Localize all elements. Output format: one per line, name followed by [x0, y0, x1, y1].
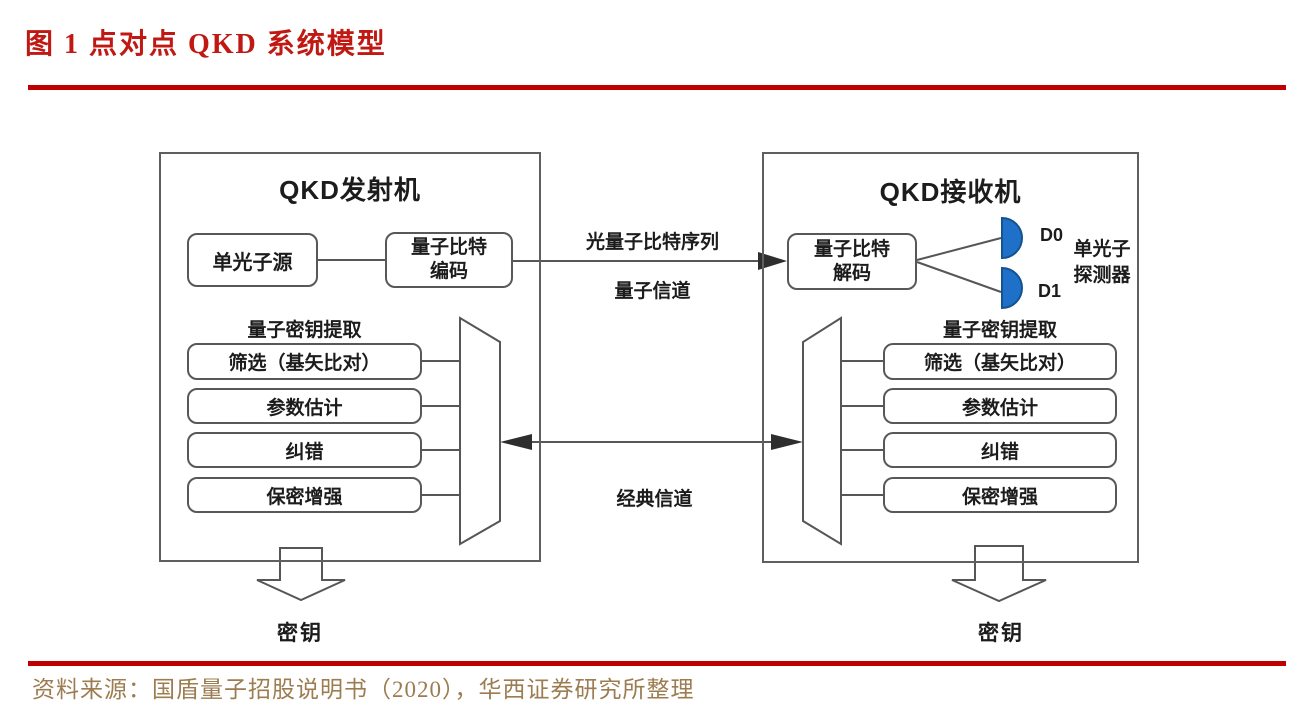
transmitter-title: QKD发射机 — [279, 175, 421, 205]
decoder-label-line2: 解码 — [832, 262, 871, 284]
decoder-d1-line — [916, 261, 1002, 293]
source-line: 资料来源：国盾量子招股说明书（2020），华西证券研究所整理 — [32, 677, 695, 702]
detector-label-line2: 探测器 — [1073, 265, 1131, 286]
tx-extraction-title: 量子密钥提取 — [247, 320, 362, 341]
rx-step-error-correction: 纠错 — [883, 432, 1117, 468]
classical-arrowhead-left-icon — [500, 434, 532, 450]
tx-key-label: 密钥 — [277, 622, 323, 645]
top-rule — [28, 85, 1286, 90]
rx-extraction-title: 量子密钥提取 — [942, 320, 1057, 341]
transmitter-box — [159, 152, 541, 562]
rx-key-label: 密钥 — [978, 622, 1024, 645]
photon-source-box: 单光子源 — [187, 233, 318, 287]
tx-step-parameter-estimation: 参数估计 — [187, 388, 422, 424]
decoder-label-line1: 量子比特 — [813, 238, 890, 260]
receiver-box — [762, 152, 1139, 563]
encoder-box: 量子比特 编码 — [385, 232, 513, 288]
tx-step-error-correction: 纠错 — [187, 432, 422, 468]
detector-label-line1: 单光子 — [1073, 239, 1131, 260]
d1-label: D1 — [1038, 281, 1062, 301]
quantum-sequence-label: 光量子比特序列 — [585, 232, 719, 253]
decoder-box: 量子比特 解码 — [787, 233, 917, 290]
quantum-channel-label: 量子信道 — [614, 281, 691, 302]
tx-step-sifting: 筛选（基矢比对） — [187, 343, 422, 380]
classical-channel-label: 经典信道 — [616, 489, 693, 510]
classical-arrowhead-right-icon — [771, 434, 803, 450]
figure-title: 图 1 点对点 QKD 系统模型 — [25, 29, 387, 60]
decoder-d0-line — [916, 237, 1002, 261]
quantum-channel-arrowhead-icon — [758, 252, 787, 270]
rx-step-sifting: 筛选（基矢比对） — [883, 343, 1117, 380]
bottom-rule — [28, 661, 1286, 666]
transmitter-mux-shape — [459, 316, 501, 546]
encoder-label-line2: 编码 — [429, 261, 468, 282]
rx-step-privacy-amplification: 保密增强 — [883, 477, 1117, 513]
tx-step-privacy-amplification: 保密增强 — [187, 477, 422, 513]
receiver-mux-shape — [802, 316, 842, 546]
d0-label: D0 — [1040, 225, 1064, 245]
single-photon-detector-label: 单光子 探测器 — [1064, 237, 1140, 289]
tx-key-block-arrow-icon — [256, 547, 346, 602]
receiver-title: QKD接收机 — [879, 177, 1022, 207]
detector-d1-icon — [1001, 266, 1023, 310]
rx-key-block-arrow-icon — [951, 545, 1047, 603]
detector-d0-icon — [1001, 216, 1023, 260]
rx-step-parameter-estimation: 参数估计 — [883, 388, 1117, 424]
encoder-label-line1: 量子比特 — [410, 237, 487, 259]
